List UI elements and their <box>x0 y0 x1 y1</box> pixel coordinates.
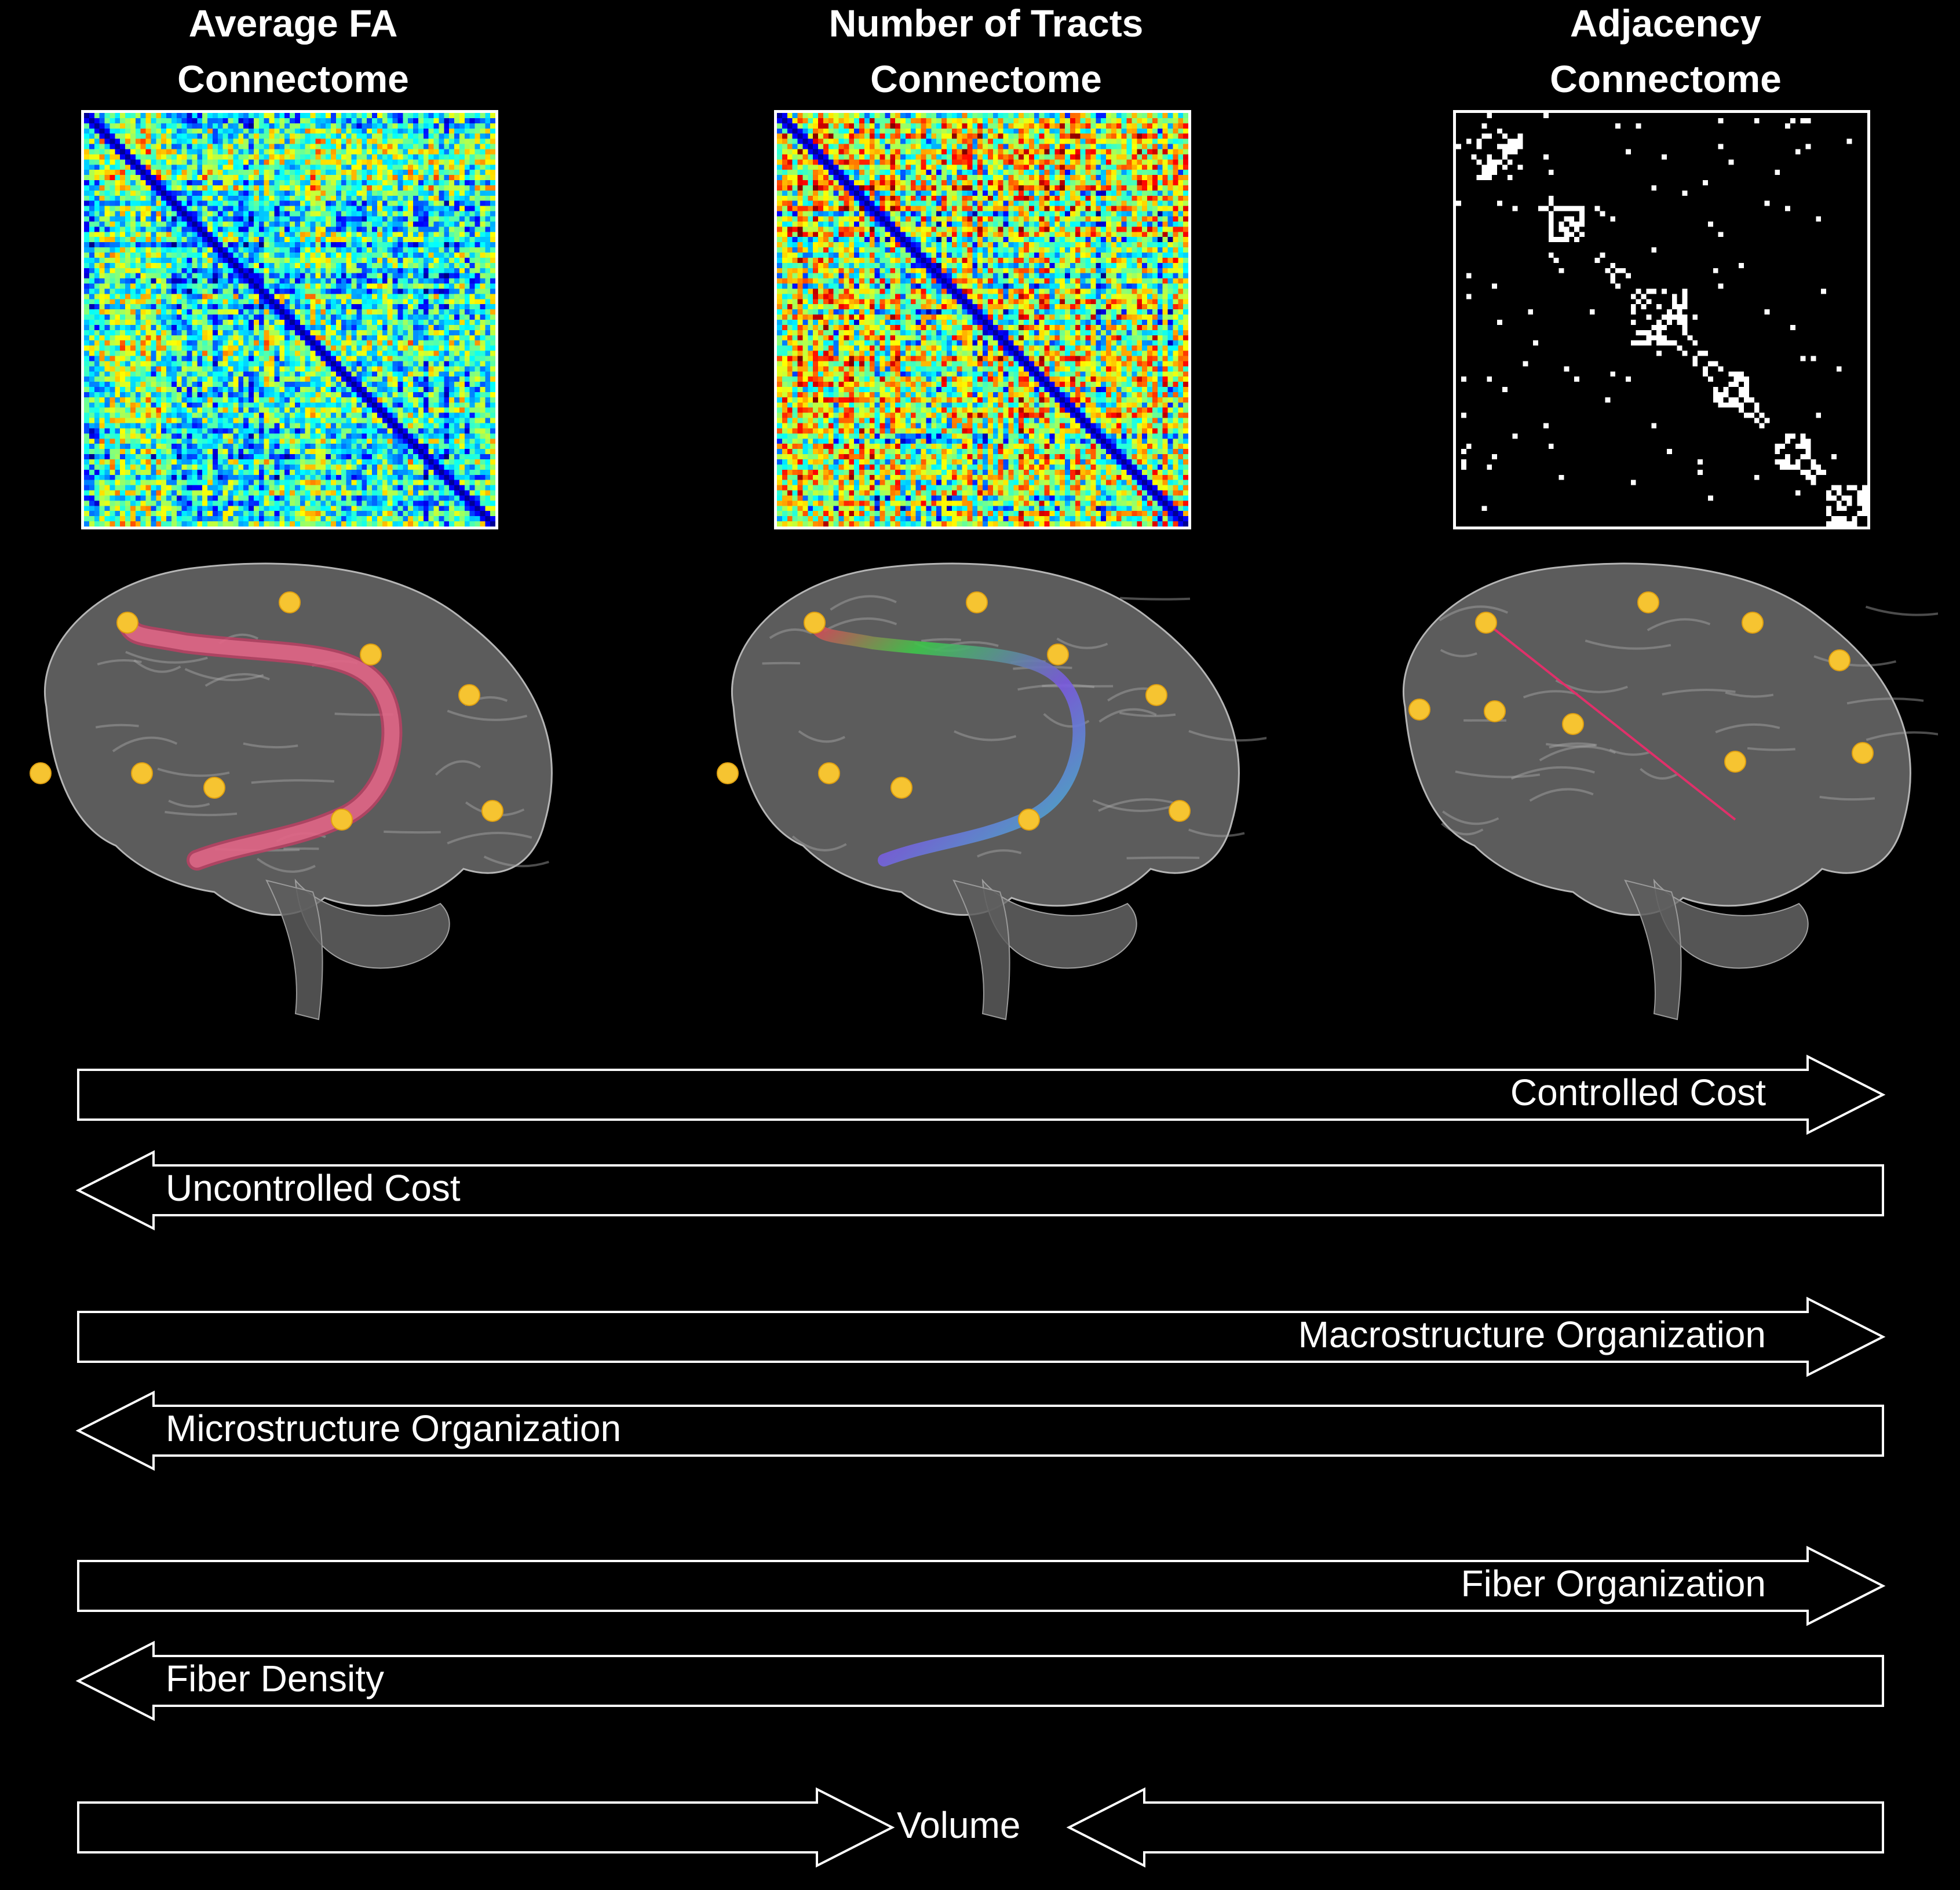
title-line: Adjacency <box>1570 2 1762 45</box>
brain-tracts <box>710 556 1266 1025</box>
arrow-fiber-organization: Fiber Organization <box>0 1545 1960 1626</box>
adjacency-connectome-matrix <box>1453 110 1870 529</box>
title-average-fa: Average FA Connectome <box>32 0 554 107</box>
tracts-connectome-matrix <box>774 110 1191 529</box>
title-adjacency: Adjacency Connectome <box>1405 0 1926 107</box>
brain-fa <box>23 556 579 1025</box>
arrow-microstructure-organization: Microstructure Organization <box>0 1390 1960 1471</box>
title-line: Connectome <box>1550 57 1782 100</box>
arrow-label: Uncontrolled Cost <box>166 1167 461 1209</box>
brain-adjacency <box>1382 556 1938 1025</box>
title-line: Average FA <box>188 2 398 45</box>
title-line: Connectome <box>870 57 1102 100</box>
arrow-macrostructure-organization: Macrostructure Organization <box>0 1296 1960 1377</box>
title-number-of-tracts: Number of Tracts Connectome <box>725 0 1247 107</box>
arrow-fiber-density: Fiber Density <box>0 1640 1960 1721</box>
arrow-label: Microstructure Organization <box>166 1408 622 1449</box>
arrow-controlled-cost: Controlled Cost <box>0 1054 1960 1135</box>
arrow-label: Fiber Organization <box>1461 1563 1766 1604</box>
arrow-label: Macrostructure Organization <box>1298 1314 1766 1355</box>
arrow-label: Volume <box>897 1804 1021 1846</box>
arrow-label: Controlled Cost <box>1510 1072 1766 1113</box>
arrow-label: Fiber Density <box>166 1658 384 1699</box>
fa-connectome-matrix <box>81 110 498 529</box>
title-line: Connectome <box>177 57 409 100</box>
arrow-volume: Volume <box>0 1787 1960 1868</box>
title-line: Number of Tracts <box>828 2 1144 45</box>
arrow-uncontrolled-cost: Uncontrolled Cost <box>0 1150 1960 1231</box>
